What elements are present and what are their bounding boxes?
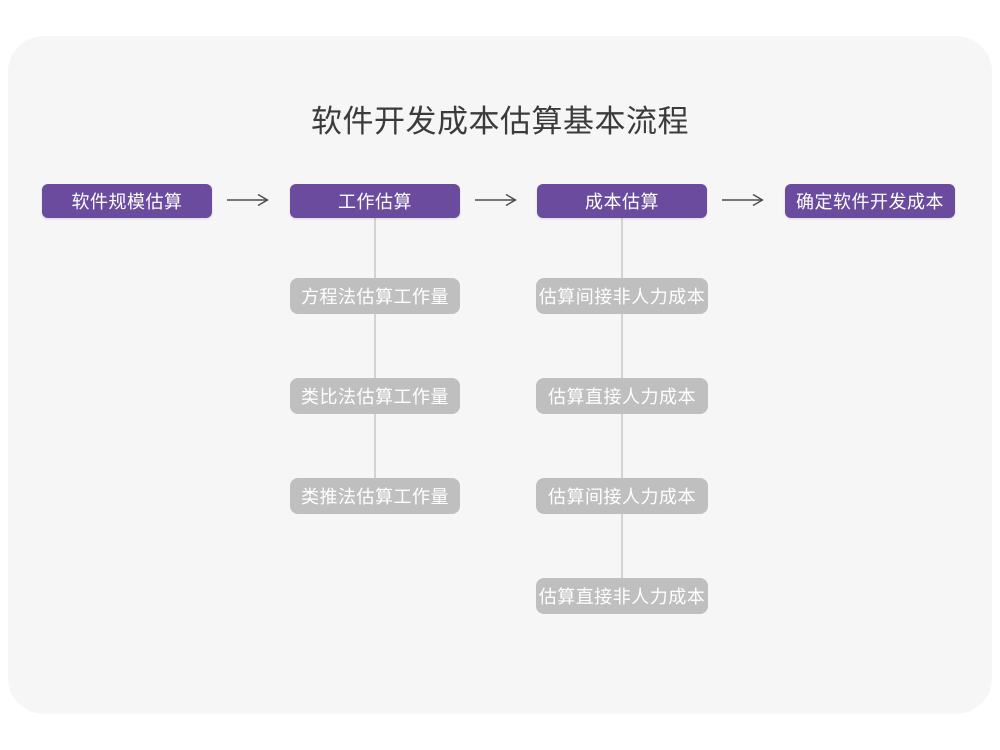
sub-box-equation-method: 方程法估算工作量 bbox=[290, 278, 460, 314]
sub-box-analogy-method: 类比法估算工作量 bbox=[290, 378, 460, 414]
stage-box-work-estimation: 工作估算 bbox=[290, 184, 460, 218]
sub-box-indirect-nonlabor-cost: 估算间接非人力成本 bbox=[536, 278, 708, 314]
connector-work-column bbox=[374, 218, 376, 480]
sub-box-extrapolation-method: 类推法估算工作量 bbox=[290, 478, 460, 514]
stage-box-determine-dev-cost: 确定软件开发成本 bbox=[785, 184, 955, 218]
diagram-card bbox=[8, 36, 992, 714]
flow-arrow-icon bbox=[722, 193, 764, 207]
sub-box-indirect-labor-cost: 估算间接人力成本 bbox=[536, 478, 708, 514]
sub-box-direct-labor-cost: 估算直接人力成本 bbox=[536, 378, 708, 414]
sub-box-direct-nonlabor-cost: 估算直接非人力成本 bbox=[536, 578, 708, 614]
stage-box-cost-estimation: 成本估算 bbox=[537, 184, 707, 218]
flow-arrow-icon bbox=[475, 193, 517, 207]
diagram-title: 软件开发成本估算基本流程 bbox=[311, 104, 689, 139]
stage-box-software-scale-estimation: 软件规模估算 bbox=[42, 184, 212, 218]
flow-arrow-icon bbox=[227, 193, 269, 207]
